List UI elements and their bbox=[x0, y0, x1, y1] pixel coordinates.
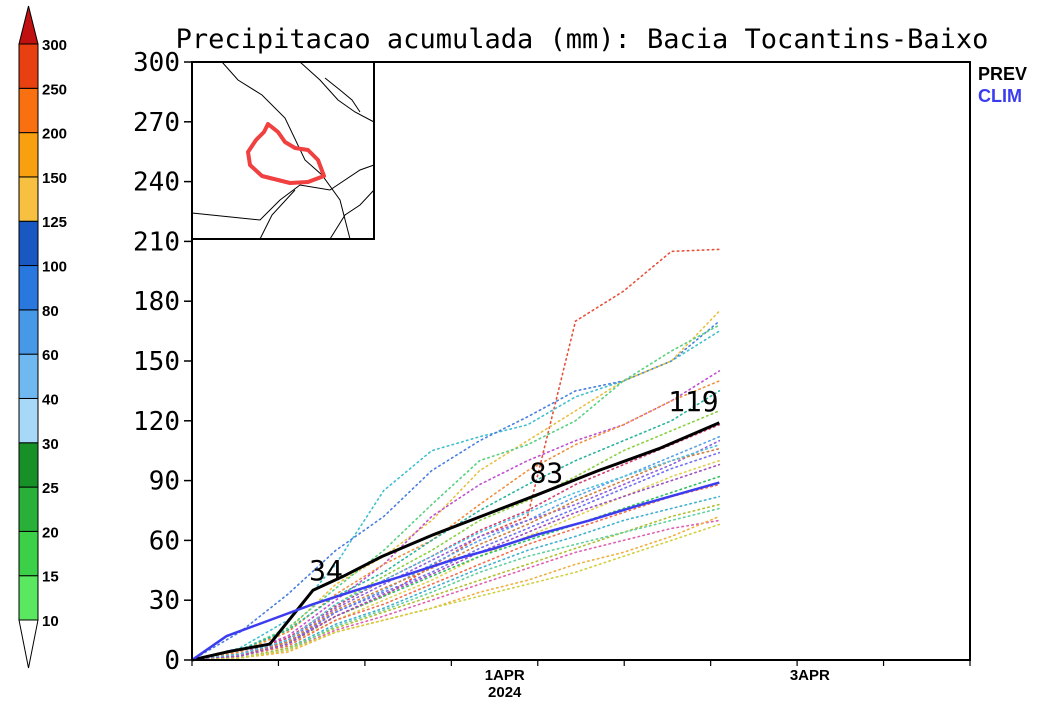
member-line bbox=[191, 324, 721, 661]
data-label: 119 bbox=[668, 385, 719, 418]
member-line bbox=[191, 507, 721, 661]
y-tick-label: 180 bbox=[133, 287, 180, 317]
y-tick-label: 150 bbox=[133, 347, 180, 377]
colorbar-segment bbox=[18, 309, 39, 355]
y-tick-label: 60 bbox=[149, 526, 180, 556]
colorbar-segment bbox=[18, 486, 39, 532]
x-tick-label: 1APR bbox=[485, 667, 525, 684]
member-line bbox=[191, 515, 721, 661]
y-tick-label: 90 bbox=[149, 467, 180, 497]
colorbar-segment bbox=[18, 220, 39, 267]
map-coast-line bbox=[324, 77, 361, 113]
member-line bbox=[191, 380, 721, 661]
colorbar-segment bbox=[18, 619, 39, 669]
inset-map-frame bbox=[191, 61, 375, 240]
y-tick-label: 120 bbox=[133, 407, 180, 437]
member-line bbox=[191, 330, 721, 661]
series bbox=[191, 421, 720, 662]
colorbar-segment bbox=[18, 530, 39, 577]
basin-outline bbox=[246, 122, 326, 185]
colorbar-label: 20 bbox=[42, 524, 59, 541]
colorbar-label: 150 bbox=[42, 170, 67, 187]
member-line bbox=[191, 483, 721, 661]
colorbar-segment bbox=[18, 265, 39, 311]
x-axis: 1APR20243APR5APR bbox=[191, 660, 971, 701]
colorbar-segment bbox=[18, 575, 39, 621]
colorbar-label: 15 bbox=[42, 569, 59, 586]
series-clim-line bbox=[191, 481, 720, 662]
colorbar-label: 40 bbox=[42, 391, 59, 408]
colorbar-label: 80 bbox=[42, 303, 59, 320]
colorbar-segment bbox=[18, 397, 39, 444]
member-line bbox=[191, 523, 721, 661]
ensemble-members bbox=[191, 248, 721, 661]
map-border-line bbox=[329, 189, 375, 240]
y-tick-label: 300 bbox=[133, 48, 180, 78]
colorbar-segment bbox=[18, 5, 39, 45]
member-line bbox=[191, 320, 721, 661]
member-line bbox=[191, 310, 721, 661]
y-tick-label: 30 bbox=[149, 586, 180, 616]
legend-entry-clim: CLIM bbox=[978, 86, 1022, 106]
y-tick-label: 0 bbox=[164, 646, 180, 676]
colorbar-segment bbox=[18, 132, 39, 178]
member-line bbox=[191, 463, 721, 661]
colorbar-segment bbox=[18, 43, 39, 89]
x-tick-label: 3APR bbox=[790, 667, 830, 684]
member-line bbox=[191, 370, 721, 661]
member-line bbox=[191, 410, 721, 661]
colorbar-label: 30 bbox=[42, 436, 59, 453]
x-tick-sublabel: 2024 bbox=[488, 684, 522, 701]
colorbar-label: 100 bbox=[42, 259, 67, 276]
colorbar: 10 15 20 25 30 40 60 80 100 125 150 200 250 300 bbox=[18, 5, 67, 669]
series-prev-line bbox=[191, 421, 720, 662]
data-labels: 34 83 119 bbox=[309, 385, 719, 587]
colorbar-segment bbox=[18, 442, 39, 488]
member-line bbox=[191, 519, 721, 661]
y-axis: 0 30 60 90 120 150 180 210 240 270 300 bbox=[133, 48, 192, 676]
legend-entry-prev: PREV bbox=[978, 64, 1027, 84]
colorbar-label: 250 bbox=[42, 81, 67, 98]
member-line bbox=[191, 443, 721, 661]
chart-title: Precipitacao acumulada (mm): Bacia Tocan… bbox=[176, 24, 989, 55]
y-tick-label: 210 bbox=[133, 227, 180, 257]
colorbar-segment bbox=[18, 353, 39, 399]
member-line bbox=[191, 423, 721, 661]
data-label: 83 bbox=[530, 457, 564, 490]
colorbar-label: 300 bbox=[42, 37, 67, 54]
colorbar-segment bbox=[18, 87, 39, 134]
colorbar-label: 125 bbox=[42, 214, 67, 231]
member-line bbox=[191, 447, 721, 661]
data-label: 34 bbox=[309, 554, 343, 587]
y-tick-label: 240 bbox=[133, 168, 180, 198]
map-border-line bbox=[191, 164, 375, 221]
colorbar-label: 10 bbox=[42, 613, 59, 630]
y-tick-label: 270 bbox=[133, 108, 180, 138]
colorbar-label: 200 bbox=[42, 126, 67, 143]
colorbar-segment bbox=[18, 176, 39, 222]
colorbar-label: 25 bbox=[42, 480, 59, 497]
map-coast-line bbox=[299, 61, 375, 123]
map-border-line bbox=[221, 61, 351, 240]
member-line bbox=[191, 495, 721, 661]
inset-map bbox=[191, 61, 375, 240]
colorbar-label: 60 bbox=[42, 347, 59, 364]
map-river-line bbox=[259, 189, 296, 240]
